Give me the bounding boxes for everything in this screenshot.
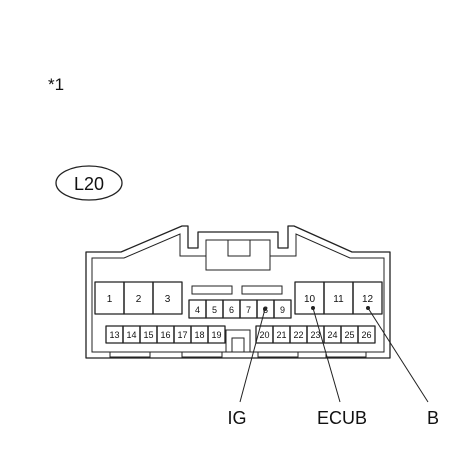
callout-ecub: ECUB <box>317 408 367 428</box>
pin-label: 16 <box>160 330 170 340</box>
leader-ecub <box>312 307 341 403</box>
callout-ig: IG <box>227 408 246 428</box>
pin-label: 17 <box>177 330 187 340</box>
pin-label: 11 <box>333 294 344 305</box>
leader-ig <box>239 308 266 403</box>
pin-label: 5 <box>212 305 217 315</box>
pin-group-middle: 4 5 6 7 8 9 <box>188 299 292 319</box>
pin-label: 14 <box>126 330 136 340</box>
pin-group-large-left: 1 2 3 <box>94 281 183 315</box>
pin-label: 21 <box>276 330 286 340</box>
leader-dot-b <box>366 306 370 310</box>
pin-group-bottom-right: 20 21 22 23 24 25 26 <box>255 325 376 344</box>
pin-label: 18 <box>194 330 204 340</box>
pin-label: 9 <box>280 305 285 315</box>
pin-label: 15 <box>143 330 153 340</box>
pin-label: 6 <box>229 305 234 315</box>
pin-label: 7 <box>246 305 251 315</box>
pin-group-bottom-left: 13 14 15 16 17 18 19 <box>105 325 226 344</box>
pin-label: 12 <box>362 294 374 305</box>
connector-housing <box>85 225 391 359</box>
pin-label: 3 <box>165 294 171 305</box>
callout-b: B <box>427 408 439 428</box>
pin-label: 20 <box>259 330 269 340</box>
connector-code-badge <box>55 165 123 201</box>
pin-label: 22 <box>293 330 303 340</box>
pin-label: 4 <box>195 305 200 315</box>
pin-label: 10 <box>304 294 316 305</box>
pin-label: 24 <box>327 330 337 340</box>
pin-label: 25 <box>344 330 354 340</box>
callout-leaders <box>239 306 429 403</box>
leader-dot-ig <box>263 307 267 311</box>
pin-label: 26 <box>361 330 371 340</box>
pin-label: 23 <box>310 330 320 340</box>
leader-b <box>367 307 429 403</box>
note-marker: *1 <box>48 75 64 94</box>
connector-code: L20 <box>74 174 104 194</box>
pin-label: 1 <box>107 294 113 305</box>
leader-dot-ecub <box>311 306 315 310</box>
pin-group-large-right: 10 11 12 <box>294 281 383 315</box>
pin-label: 13 <box>109 330 119 340</box>
pin-label: 2 <box>136 294 142 305</box>
pin-label: 19 <box>211 330 221 340</box>
